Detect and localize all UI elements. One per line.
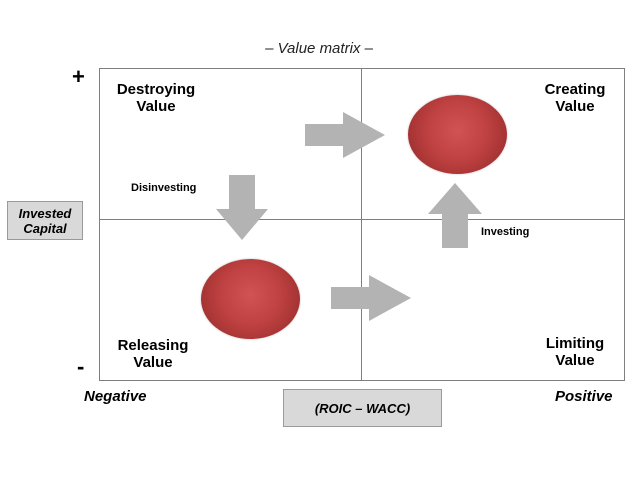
x-axis-positive: Positive — [555, 388, 613, 405]
quadrant-limiting-value: Limiting Value — [532, 335, 618, 369]
investing-label: Investing — [481, 226, 530, 238]
quadrant-releasing-value: Releasing Value — [104, 337, 202, 371]
down-arrow-icon — [216, 175, 268, 240]
quadrant-label-line1: Creating — [544, 81, 606, 98]
quadrant-label-line2: Value — [555, 352, 595, 369]
horizontal-divider — [99, 219, 625, 220]
x-axis-label: (ROIC – WACC) — [283, 389, 442, 427]
y-axis-label-line2: Capital — [23, 220, 67, 236]
x-axis-negative: Negative — [84, 388, 147, 405]
quadrant-label-line2: Value — [555, 98, 595, 115]
up-arrow-icon — [428, 183, 482, 248]
y-axis-plus: + — [72, 64, 85, 89]
right-arrow-bottom-icon — [331, 275, 411, 321]
quadrant-destroying-value: Destroying Value — [104, 81, 208, 115]
vertical-divider — [361, 68, 362, 381]
creating-value-circle — [408, 95, 507, 174]
right-arrow-top-icon — [305, 112, 385, 158]
quadrant-creating-value: Creating Value — [532, 81, 618, 115]
y-axis-label: Invested Capital — [7, 201, 83, 240]
y-axis-label-line1: Invested — [18, 205, 72, 221]
quadrant-label-line1: Limiting — [545, 335, 605, 352]
y-axis-minus: - — [77, 354, 85, 379]
quadrant-label-line2: Value — [136, 98, 176, 115]
matrix-frame — [99, 68, 625, 381]
releasing-value-circle — [201, 259, 300, 339]
quadrant-label-line1: Destroying — [116, 81, 196, 98]
diagram-title: – Value matrix – — [265, 40, 373, 57]
disinvesting-label: Disinvesting — [131, 182, 197, 194]
quadrant-label-line2: Value — [133, 354, 173, 371]
quadrant-label-line1: Releasing — [117, 337, 189, 354]
